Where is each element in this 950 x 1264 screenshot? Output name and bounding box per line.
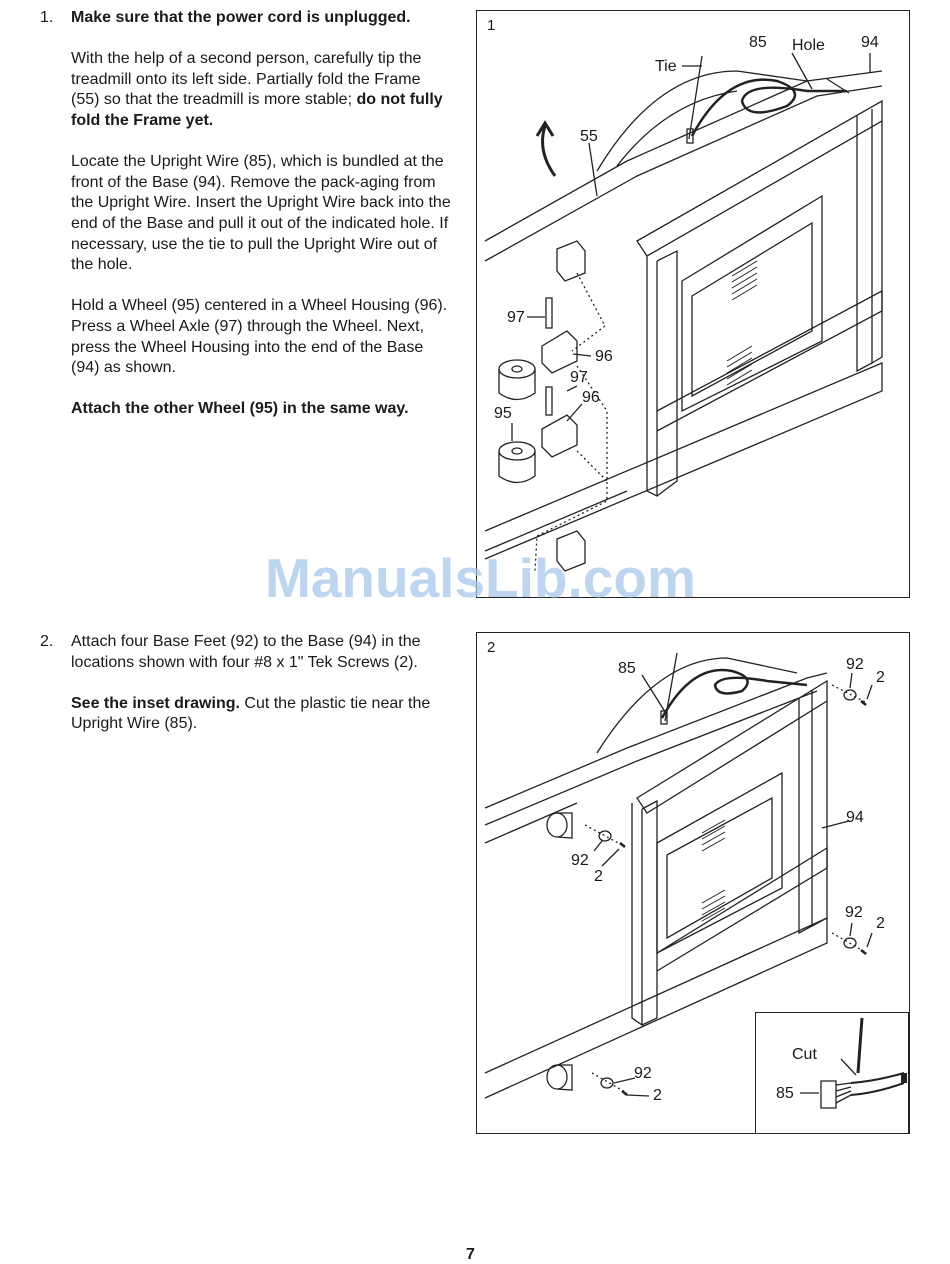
label-85: 85 — [749, 34, 767, 51]
label-85: 85 — [618, 660, 636, 677]
label-97: 97 — [507, 309, 525, 326]
inset-drawing: Cut 85 — [755, 1012, 909, 1133]
label-2: 2 — [876, 915, 885, 932]
label-92: 92 — [845, 904, 863, 921]
label-tie: Tie — [655, 58, 677, 75]
step-paragraph: Locate the Upright Wire (85), which is b… — [71, 153, 451, 274]
paragraph-bold: do not fully fold the Frame yet. — [71, 91, 443, 129]
label-92: 92 — [846, 656, 864, 673]
inset-drawing-art — [800, 1017, 907, 1109]
figure-number: 1 — [487, 17, 496, 34]
figure-2: 2 85 92 2 94 92 2 92 2 92 2 Cut 85 — [476, 632, 910, 1134]
label-2: 2 — [653, 1087, 662, 1104]
label-95: 95 — [494, 405, 512, 422]
label-55: 55 — [580, 128, 598, 145]
label-92: 92 — [571, 852, 589, 869]
step-number: 1. — [40, 9, 54, 26]
step-paragraph: With the help of a second person, carefu… — [71, 49, 451, 131]
label-96: 96 — [595, 348, 613, 365]
step-body: Make sure that the power cord is unplugg… — [71, 8, 451, 440]
label-94: 94 — [846, 809, 864, 826]
step-paragraph: Attach four Base Feet (92) to the Base (… — [71, 633, 421, 671]
paragraph-text: With the help of a second person, carefu… — [71, 50, 422, 109]
label-97: 97 — [570, 369, 588, 386]
watermark: ManualsLib.com — [265, 547, 696, 609]
figure-1: 1 Tie 85 Hole 94 55 97 96 97 96 95 — [476, 10, 910, 598]
step-body: Attach four Base Feet (92) to the Base (… — [71, 632, 451, 756]
label-hole: Hole — [792, 37, 825, 54]
step-number: 2. — [40, 633, 54, 650]
label-cut: Cut — [792, 1046, 817, 1063]
label-2: 2 — [594, 868, 603, 885]
paragraph-text: Cut the plastic tie near the Upright Wir… — [71, 694, 431, 733]
step-1: 1. Make sure that the power cord is unpl… — [40, 8, 451, 428]
step-paragraph-bold: Attach the other Wheel (95) in the same … — [71, 400, 409, 418]
label-92: 92 — [634, 1065, 652, 1082]
label-85: 85 — [776, 1085, 794, 1102]
figure-2-drawing — [484, 652, 873, 1099]
paragraph-bold: See the inset drawing. — [71, 694, 240, 712]
label-96: 96 — [582, 389, 600, 406]
figure-number: 2 — [487, 639, 496, 656]
label-94: 94 — [861, 34, 879, 51]
step-heading: Make sure that the power cord is unplugg… — [71, 9, 411, 26]
figure-1-drawing — [484, 52, 883, 572]
step-paragraph: Hold a Wheel (95) centered in a Wheel Ho… — [71, 297, 448, 377]
step-paragraph: See the inset drawing. Cut the plastic t… — [71, 694, 451, 735]
step-2: 2. Attach four Base Feet (92) to the Bas… — [40, 632, 450, 772]
page-number: 7 — [466, 1246, 475, 1263]
label-2: 2 — [876, 669, 885, 686]
